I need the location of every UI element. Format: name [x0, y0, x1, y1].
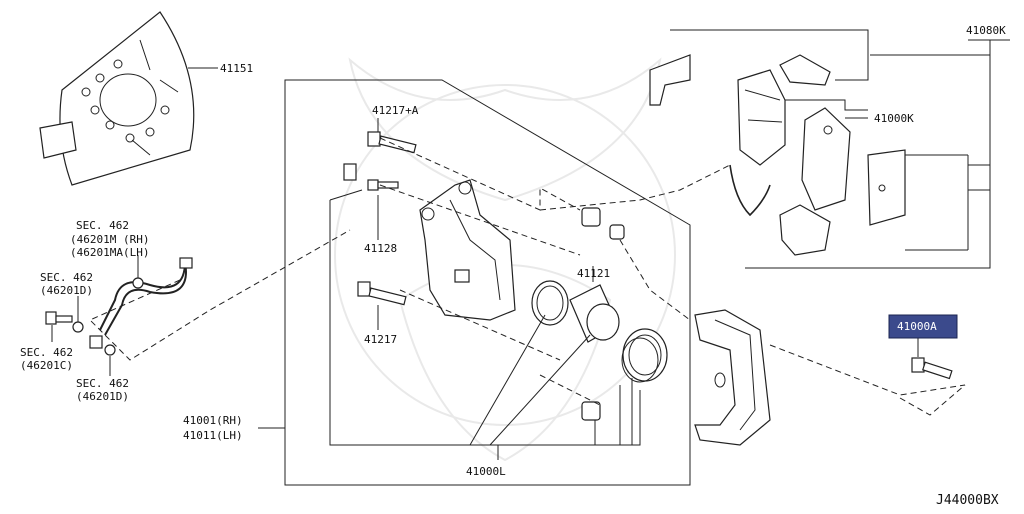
- label-41000a: 41000A: [897, 320, 937, 333]
- label-41000l: 41000L: [466, 465, 506, 478]
- sleeve-boot-upper[interactable]: [581, 207, 625, 240]
- bolt-41217a[interactable]: [367, 131, 417, 154]
- label-41000k: 41000K: [874, 112, 914, 125]
- wear-indicator-spring[interactable]: [729, 164, 771, 217]
- piston-boot[interactable]: [621, 328, 668, 383]
- pad-shim-plate[interactable]: [867, 149, 906, 226]
- piston-41121[interactable]: [569, 284, 620, 343]
- splash-guard-41151[interactable]: [39, 11, 195, 186]
- banjo-bolt[interactable]: [45, 311, 73, 325]
- copper-washer-1[interactable]: [72, 321, 84, 333]
- brake-hose[interactable]: [99, 257, 193, 336]
- diagram-code: J44000BX: [936, 493, 999, 508]
- label-sec462-bot-2: (46201D): [76, 390, 129, 403]
- label-sec462-top-3: (46201MA(LH): [70, 246, 149, 259]
- label-41217: 41217: [364, 333, 397, 346]
- caliper-bracket[interactable]: [694, 309, 771, 446]
- label-sec462-bot-1: SEC. 462: [76, 377, 129, 390]
- sleeve-boot-lower[interactable]: [581, 401, 601, 421]
- label-41151: 41151: [220, 62, 253, 75]
- label-sec462-top-2: (46201M (RH): [70, 233, 149, 246]
- brake-pad-inner[interactable]: [801, 107, 851, 211]
- label-41011: 41011(LH): [183, 429, 243, 442]
- pad-shim-upper[interactable]: [779, 54, 831, 86]
- bolt-41217[interactable]: [357, 281, 407, 306]
- highlight-41000a[interactable]: 41000A: [888, 314, 958, 339]
- label-sec462-top-1: SEC. 462: [76, 219, 129, 232]
- copper-washer-2[interactable]: [104, 344, 116, 356]
- brake-pad-outer[interactable]: [737, 69, 786, 166]
- bleeder-41128[interactable]: [343, 163, 399, 191]
- caliper-body[interactable]: [419, 179, 516, 321]
- label-sec462-left-1: SEC. 462: [20, 346, 73, 359]
- label-41217a: 41217+A: [372, 104, 419, 117]
- anti-rattle-clip[interactable]: [649, 54, 691, 106]
- label-sec462-mid-2: (46201D): [40, 284, 93, 297]
- label-sec462-mid-1: SEC. 462: [40, 271, 93, 284]
- pad-clip-lower[interactable]: [779, 204, 831, 256]
- label-sec462-left-2: (46201C): [20, 359, 73, 372]
- piston-seal[interactable]: [531, 280, 569, 326]
- label-41128: 41128: [364, 242, 397, 255]
- bolt-41000a[interactable]: [911, 357, 953, 380]
- label-41121: 41121: [577, 267, 610, 280]
- hose-end-fitting[interactable]: [89, 335, 103, 349]
- label-41001: 41001(RH): [183, 414, 243, 427]
- label-41080k: 41080K: [966, 24, 1006, 37]
